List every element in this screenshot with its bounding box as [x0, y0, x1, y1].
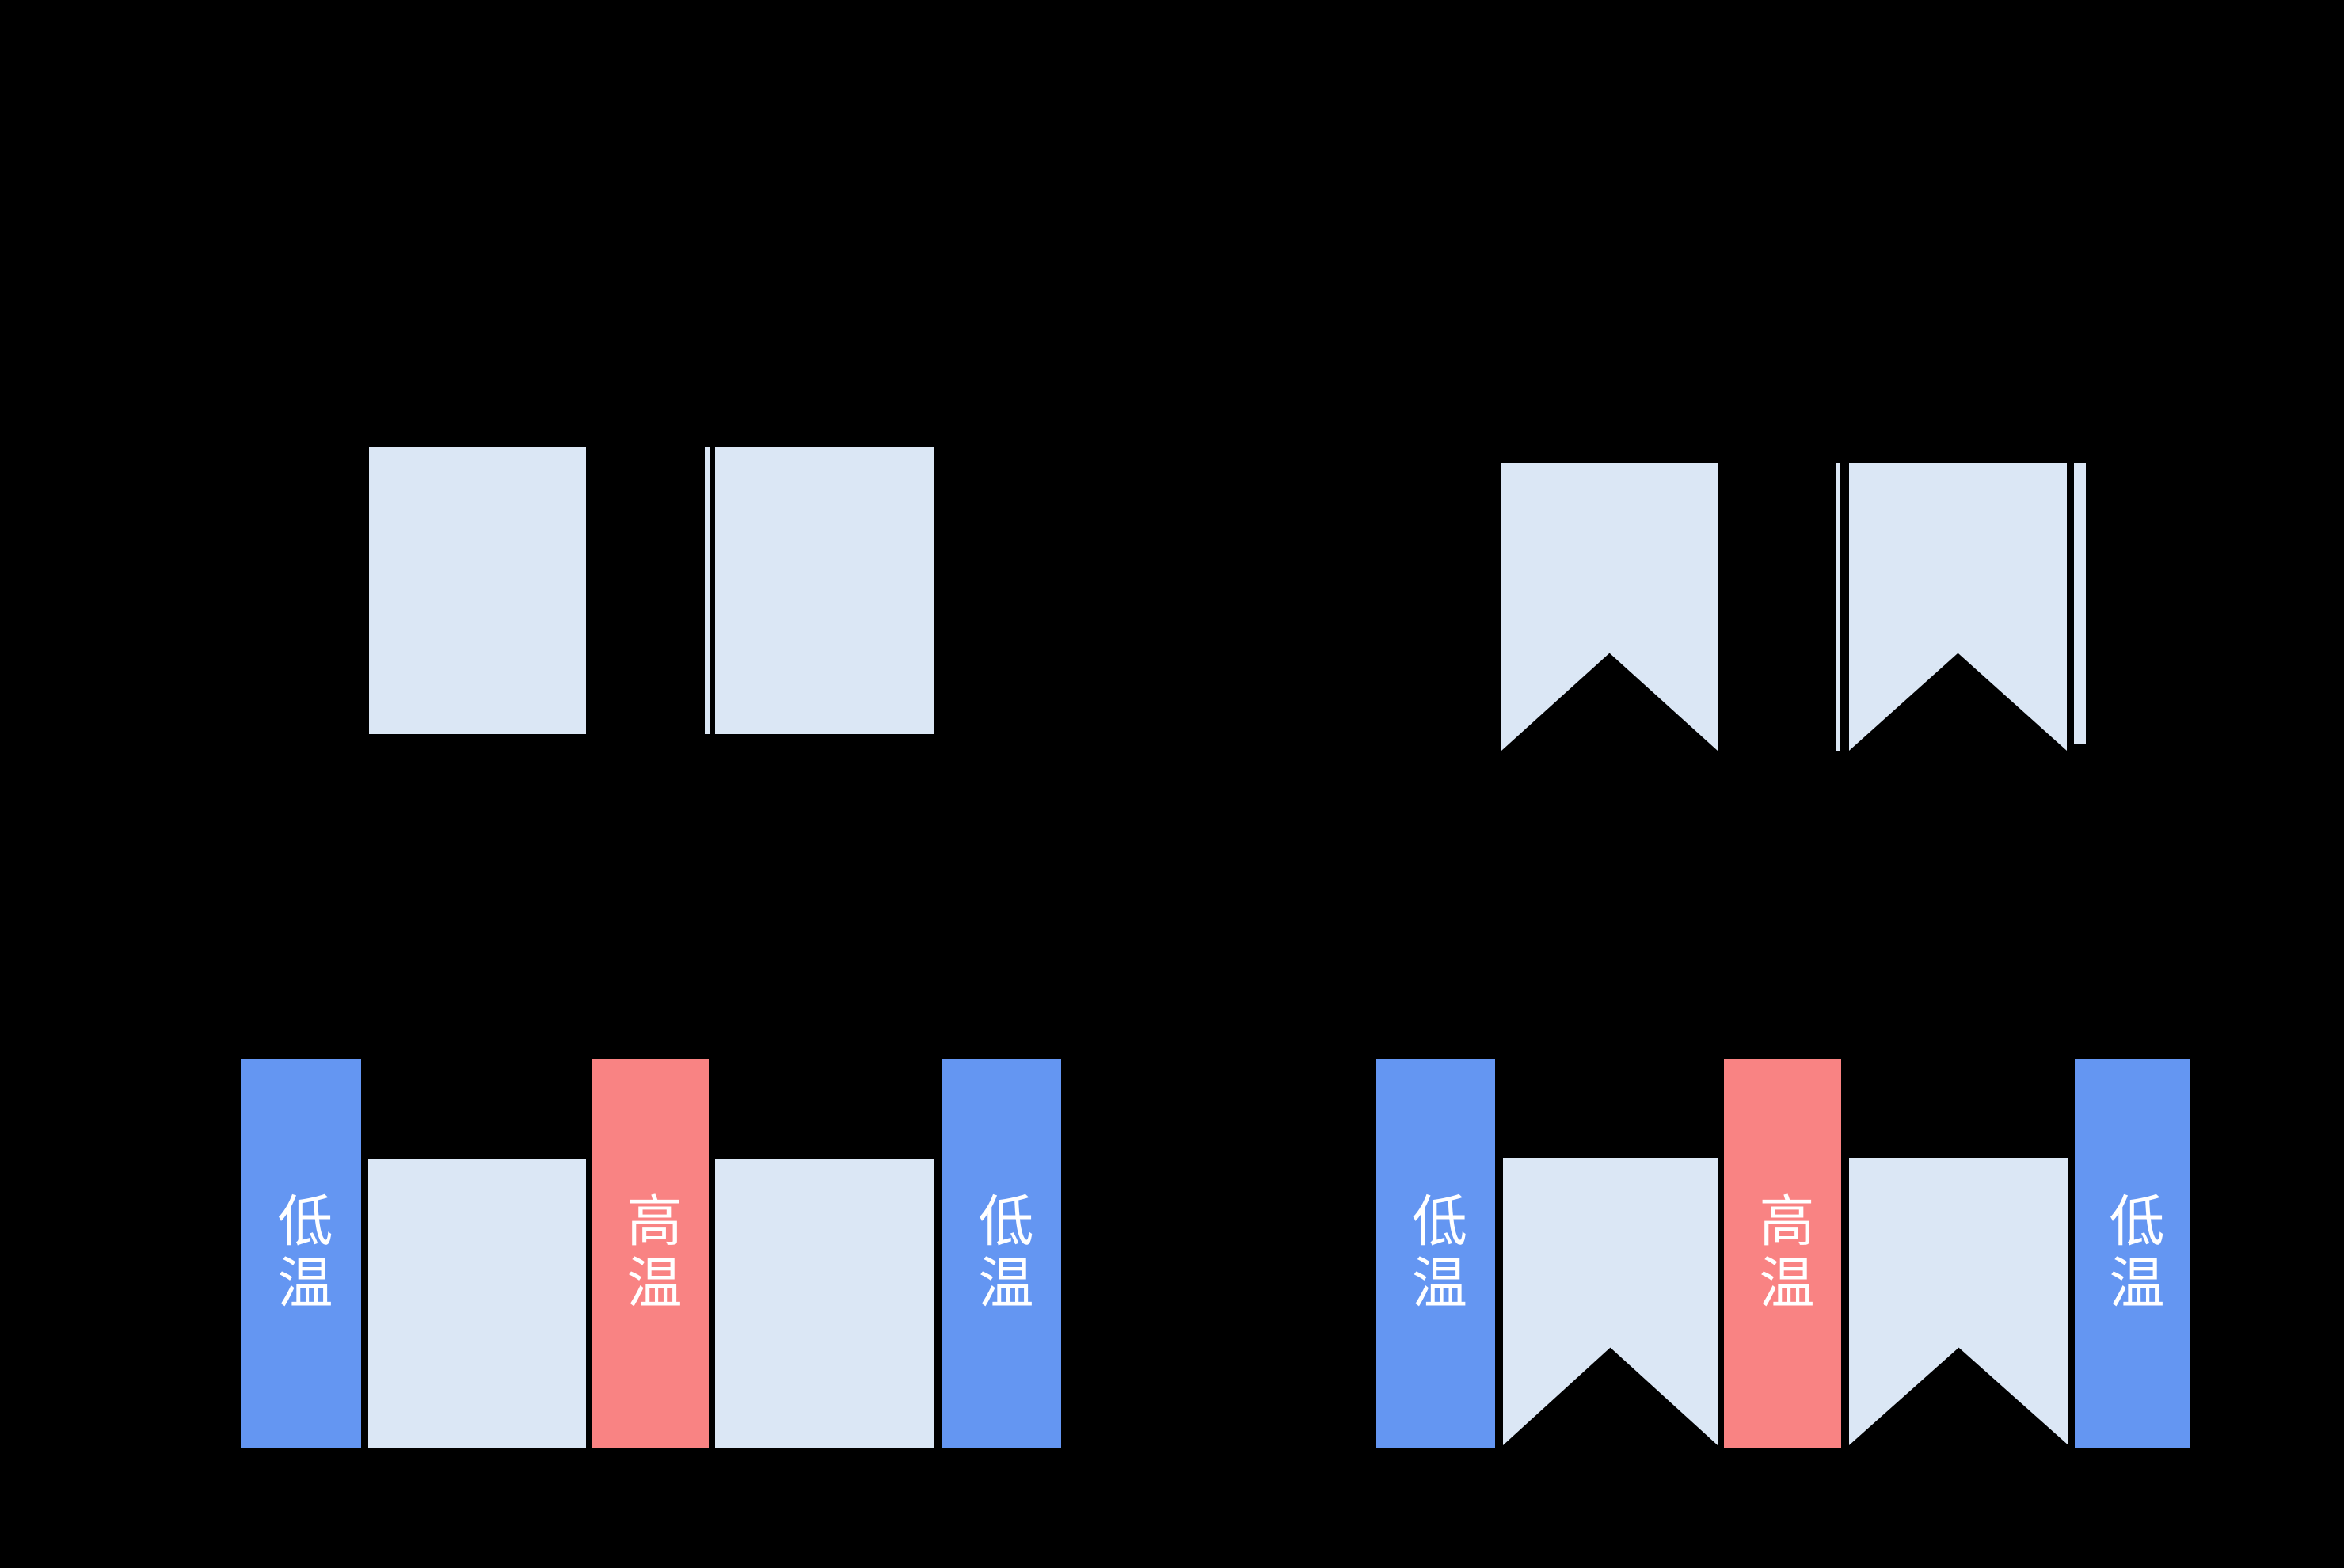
- notched-plate: [1501, 463, 1718, 751]
- glass-plate: [715, 447, 934, 734]
- cold-zone-label: 低温: [2100, 1191, 2165, 1315]
- glass-plate: [368, 1159, 586, 1448]
- cold-zone-label: 低温: [1402, 1191, 1468, 1315]
- glass-plate: [369, 447, 586, 734]
- hot-zone-label: 高温: [1750, 1191, 1815, 1315]
- glass-plate: [715, 1159, 934, 1448]
- cold-zone-bar: 低温: [2075, 1059, 2190, 1448]
- cold-zone-bar: 低温: [241, 1059, 361, 1448]
- cut-strip-sliver: [2074, 463, 2086, 744]
- cold-zone-bar: 低温: [942, 1059, 1061, 1448]
- notched-plate: [1503, 1158, 1718, 1445]
- cut-strip-sliver: [705, 447, 710, 734]
- cold-zone-label: 低温: [969, 1191, 1034, 1315]
- cold-zone-bar: 低温: [1376, 1059, 1495, 1448]
- notched-plate: [1849, 1158, 2068, 1445]
- hot-zone-bar: 高温: [1724, 1059, 1841, 1448]
- hot-zone-label: 高温: [618, 1191, 683, 1315]
- notched-plate: [1849, 463, 2067, 751]
- cold-zone-label: 低温: [268, 1191, 333, 1315]
- hot-zone-bar: 高温: [592, 1059, 709, 1448]
- cut-strip-sliver: [1836, 463, 1840, 751]
